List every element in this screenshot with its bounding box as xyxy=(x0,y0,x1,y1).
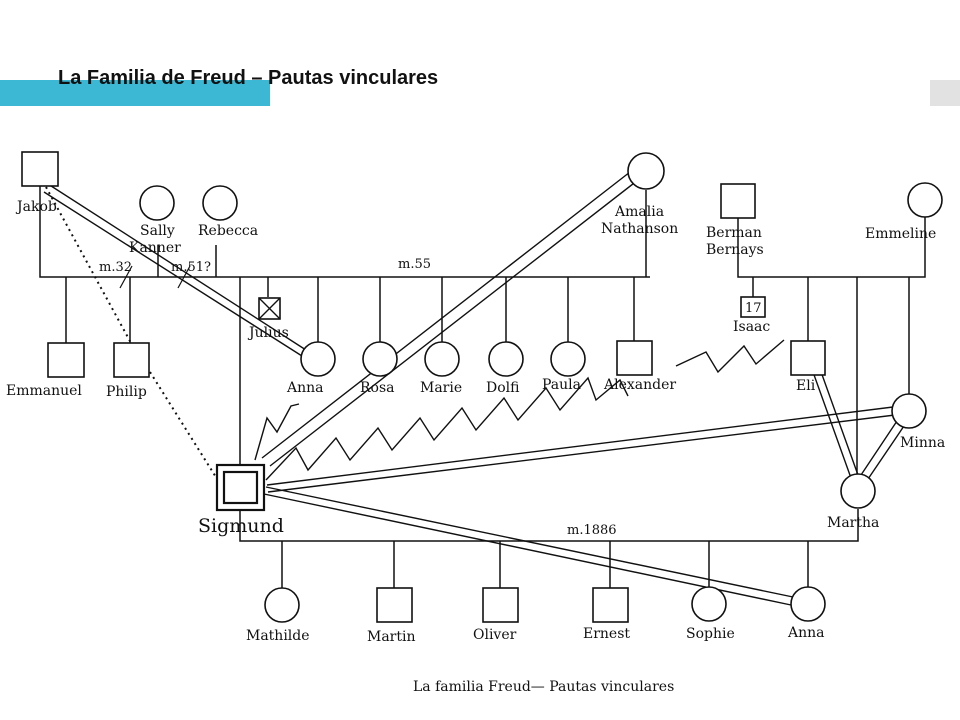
rosa-label: Rosa xyxy=(360,380,395,396)
marie-circle xyxy=(424,341,460,377)
martha-label: Martha xyxy=(827,515,879,531)
slide-title: La Familia de Freud – Pautas vinculares xyxy=(58,67,439,89)
alexander-label: Alexander xyxy=(603,377,676,393)
emmanuel-label: Emmanuel xyxy=(6,383,82,399)
marie-label: Marie xyxy=(420,380,462,396)
oliver-square xyxy=(482,587,519,623)
mathilde-label: Mathilde xyxy=(246,628,310,644)
sigmund-label: Sigmund xyxy=(198,515,284,537)
nathanson-label: Nathanson xyxy=(601,221,678,237)
philip-square xyxy=(113,342,150,378)
dotted-relationship xyxy=(45,186,220,483)
martin-label: Martin xyxy=(367,629,416,645)
emmeline-circle xyxy=(907,182,943,218)
sigmund-square xyxy=(215,463,266,512)
rebecca-label: Rebecca xyxy=(198,223,258,239)
diagram-caption: La familia Freud— Pautas vinculares xyxy=(413,679,674,695)
oliver-label: Oliver xyxy=(473,627,517,643)
ernest-square xyxy=(592,587,629,623)
corner-tab xyxy=(930,80,960,106)
eli-label: Eli xyxy=(796,378,816,394)
marriage-label-m32: m.32 xyxy=(99,260,132,275)
isaac-label: Isaac xyxy=(733,319,770,335)
kanner-label: Kanner xyxy=(129,240,181,256)
martin-square xyxy=(376,587,413,623)
martha-circle xyxy=(840,473,876,509)
rosa-circle xyxy=(362,341,398,377)
minna-label: Minna xyxy=(900,435,945,451)
paula-label: Paula xyxy=(542,377,581,393)
marriage-label-m55: m.55 xyxy=(398,257,431,272)
sally-circle xyxy=(139,185,175,221)
julius-label: Julius xyxy=(247,325,289,341)
family-lines xyxy=(39,186,926,588)
mathilde-circle xyxy=(264,587,300,623)
emmanuel-square xyxy=(47,342,85,378)
marriage-label-m51: m.51? xyxy=(171,260,211,275)
berman-square xyxy=(720,183,756,219)
eli-square xyxy=(790,340,826,376)
emmeline-label: Emmeline xyxy=(865,226,936,242)
bernays-label: Bernays xyxy=(706,242,764,258)
dolfi-label: Dolfi xyxy=(486,380,520,396)
sophie-circle xyxy=(691,586,727,622)
conflict-lines xyxy=(254,339,785,481)
sophie-label: Sophie xyxy=(686,626,735,642)
marriage-slashes xyxy=(119,265,191,289)
anna-label: Anna xyxy=(286,380,324,396)
philip-label: Philip xyxy=(106,384,147,400)
anna-child-label: Anna xyxy=(787,625,825,641)
title-accent-bar xyxy=(0,80,270,106)
jakob-square xyxy=(21,151,59,187)
isaac-age-label: 17 xyxy=(745,301,762,316)
marriage-label-m1886: m.1886 xyxy=(567,523,617,538)
paula-circle xyxy=(550,341,586,377)
alexander-square xyxy=(616,340,653,376)
minna-circle xyxy=(891,393,927,429)
amalia-circle xyxy=(627,152,665,190)
jakob-label: Jakob xyxy=(15,199,57,215)
sally-label: Sally xyxy=(140,223,175,239)
julius-deceased-symbol xyxy=(258,297,281,320)
close-relationship-lines xyxy=(43,171,907,606)
amalia-label: Amalia xyxy=(614,204,664,220)
anna-circle xyxy=(300,341,336,377)
rebecca-circle xyxy=(202,185,238,221)
ernest-label: Ernest xyxy=(583,626,630,642)
dolfi-circle xyxy=(488,341,524,377)
berman-label: Berman xyxy=(706,225,762,241)
isaac-square xyxy=(740,296,766,318)
anna-child-circle xyxy=(790,586,826,622)
